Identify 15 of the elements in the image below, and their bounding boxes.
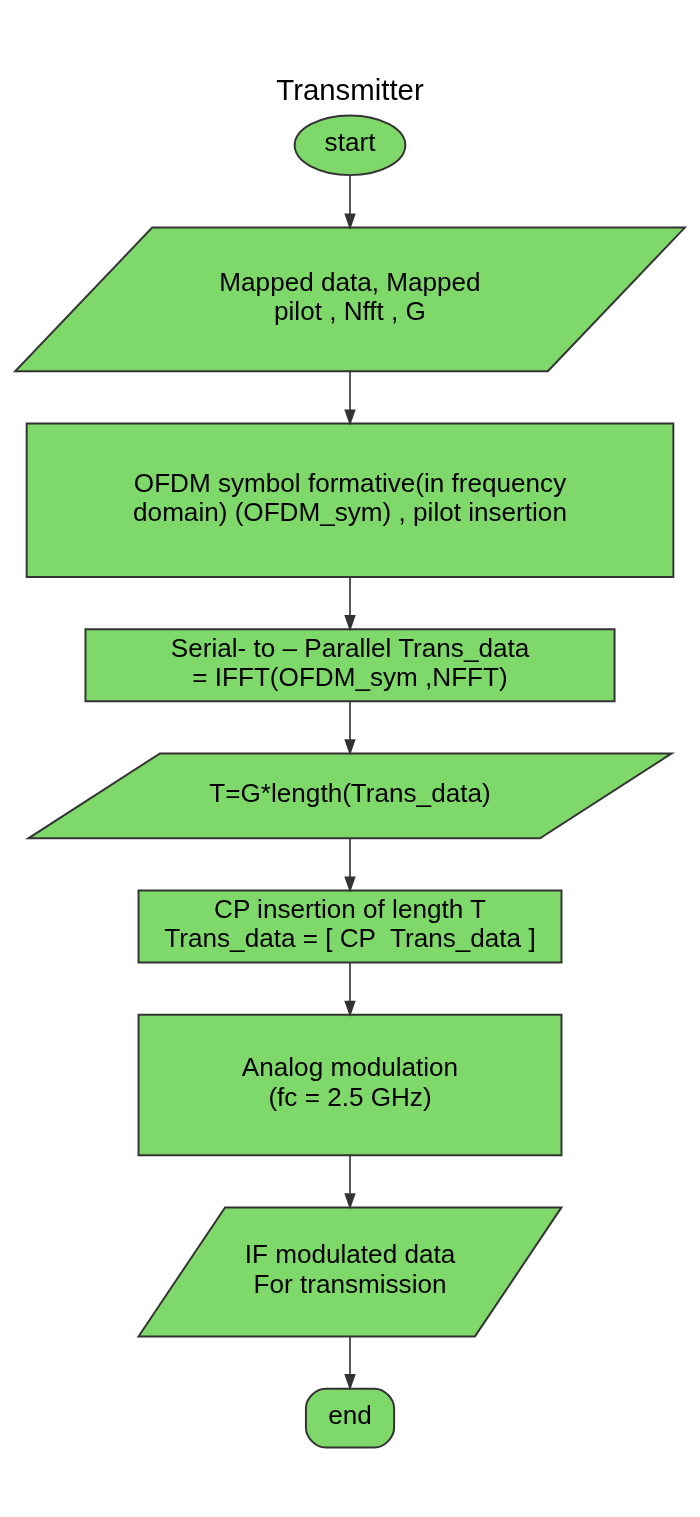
- node-box: CP insertion of length T Trans_data = [ CP Trans_data ]: [137, 889, 563, 964]
- node-box: Analog modulation (fc = 2.5 GHz): [137, 1013, 563, 1157]
- arrow: [344, 576, 356, 632]
- node-ellipse: start: [293, 114, 407, 177]
- diagram-title: Transmitter: [276, 72, 424, 106]
- arrow: [344, 1335, 356, 1391]
- arrow: [344, 837, 356, 893]
- node-box: end: [304, 1387, 396, 1449]
- arrow: [344, 700, 356, 756]
- arrow: [344, 370, 356, 426]
- arrow: [344, 175, 356, 230]
- arrow: [344, 1154, 356, 1210]
- node-box: OFDM symbol formative(in frequency domain) (OFDM_sym) , pilot insertion: [25, 422, 675, 578]
- arrow: [344, 961, 356, 1018]
- node-box: Serial- to – Parallel Trans_data = IFFT(OFDM_sym ,NFFT): [84, 628, 616, 703]
